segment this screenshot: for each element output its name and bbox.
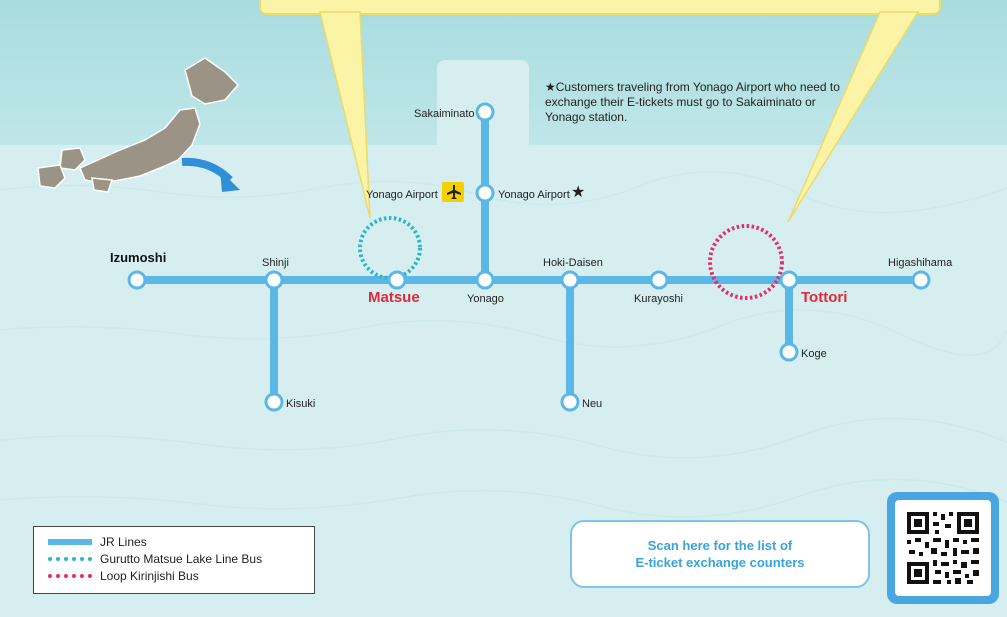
star-icon: ★ (571, 184, 585, 201)
label-hoki-daisen: Hoki-Daisen (543, 257, 603, 269)
loop-kirinjishi-bus (708, 224, 784, 300)
scan-line2: E-ticket exchange counters (635, 555, 805, 570)
wave-texture (0, 171, 1007, 518)
callout-bubbles (259, 0, 941, 223)
note-text: Customers traveling from Yonago Airport … (545, 80, 840, 124)
label-sakaiminato: Sakaiminato (414, 108, 475, 120)
qr-code-icon[interactable] (895, 500, 991, 596)
label-kisuki: Kisuki (286, 398, 315, 410)
callout-pointer-right (787, 11, 920, 223)
station-higashihama[interactable] (911, 270, 931, 290)
legend-label-loop: Loop Kirinjishi Bus (100, 568, 199, 583)
loop-swatch (48, 573, 92, 578)
label-tottori: Tottori (801, 289, 847, 306)
station-tottori[interactable] (779, 270, 799, 290)
station-kurayoshi[interactable] (649, 270, 669, 290)
station-izumoshi[interactable] (127, 270, 147, 290)
note-star: ★ (545, 80, 556, 94)
callout-pointer-left (319, 11, 371, 219)
japan-map-icon (37, 57, 240, 193)
label-yonago: Yonago (467, 293, 504, 305)
station-yonago[interactable] (475, 270, 495, 290)
label-yonago-airport-left: Yonago Airport (366, 189, 438, 201)
station-yonago-airport[interactable] (475, 183, 495, 203)
legend-label-jr: JR Lines (100, 534, 147, 549)
legend-item-loop: Loop Kirinjishi Bus (48, 567, 314, 584)
callout-box (259, 0, 941, 15)
station-kisuki[interactable] (264, 392, 284, 412)
label-koge: Koge (801, 348, 827, 360)
airplane-icon (442, 182, 464, 202)
label-kurayoshi: Kurayoshi (634, 293, 683, 305)
qr-code-background (895, 500, 991, 596)
station-sakaiminato[interactable] (475, 102, 495, 122)
station-koge[interactable] (779, 342, 799, 362)
label-neu: Neu (582, 398, 602, 410)
station-neu[interactable] (560, 392, 580, 412)
legend-item-jr: JR Lines (48, 533, 314, 550)
label-matsue: Matsue (368, 289, 420, 306)
arrow-head (220, 170, 240, 192)
airport-note: ★Customers traveling from Yonago Airport… (545, 80, 845, 125)
gurutto-swatch (48, 556, 92, 561)
jr-line-swatch (48, 538, 92, 545)
label-shinji: Shinji (262, 257, 289, 269)
label-higashihama: Higashihama (888, 257, 953, 269)
station-shinji[interactable] (264, 270, 284, 290)
scan-callout: Scan here for the list of E-ticket excha… (570, 520, 870, 588)
scan-line1: Scan here for the list of (647, 538, 793, 553)
legend-item-gurutto: Gurutto Matsue Lake Line Bus (48, 550, 314, 567)
label-yonago-airport-right: Yonago Airport (498, 189, 570, 201)
label-izumoshi: Izumoshi (110, 250, 166, 265)
qr-code-frame[interactable] (887, 492, 999, 604)
station-hoki-daisen[interactable] (560, 270, 580, 290)
legend-label-gurutto: Gurutto Matsue Lake Line Bus (100, 551, 263, 566)
stations (127, 102, 931, 412)
legend: JR Lines Gurutto Matsue Lake Line Bus Lo… (33, 526, 315, 594)
station-matsue[interactable] (387, 270, 407, 290)
